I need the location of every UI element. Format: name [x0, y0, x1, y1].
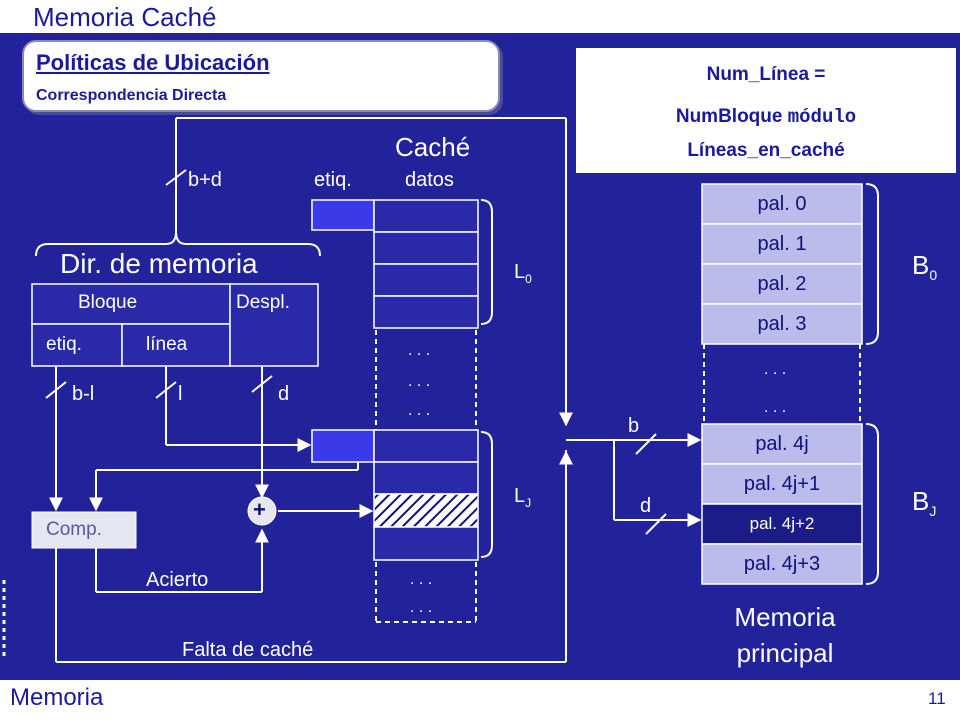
mem-word-4j3: pal. 4j+3 [743, 553, 821, 575]
mem-dots-1: . . . [764, 361, 787, 378]
cache-line-0 [373, 199, 479, 329]
page-number: 11 [928, 689, 946, 708]
comparator-label: Comp. [46, 519, 102, 540]
formula-numbloque: NumBloque [675, 106, 783, 127]
address-etiq: etiq. [46, 334, 82, 355]
cache-tag-j [311, 429, 375, 463]
adder-circle [247, 496, 277, 526]
mem-word-4j2: pal. 4j+2 [749, 514, 815, 533]
wire-d-mem-label: d [640, 495, 652, 517]
mem-word-4j: pal. 4j [755, 433, 809, 455]
mem-word-0: pal. 0 [757, 193, 807, 215]
formula-modulo: módulo [787, 106, 857, 128]
cache-col-data: datos [405, 169, 454, 191]
hit-label: Acierto [146, 569, 209, 591]
main-memory-title-1: Memoria [734, 602, 836, 632]
subtitle-box: Políticas de Ubicación Correspondencia D… [22, 40, 500, 112]
formula-box: Num_Línea = NumBloque módulo Líneas_en_c… [576, 48, 956, 173]
formula-line-2: NumBloque módulo [576, 106, 956, 128]
memory-block-bj [701, 423, 863, 585]
address-title: Dir. de memoria [60, 248, 258, 279]
wire-bd-label: b+d [188, 169, 222, 191]
cache-dots-3: . . . [408, 402, 431, 419]
slide-title: Memoria Caché [33, 2, 217, 32]
cache-col-tag: etiq. [314, 169, 352, 191]
address-register [31, 283, 319, 367]
subtitle-main: Políticas de Ubicación [36, 50, 270, 75]
cache-tag-0 [311, 199, 375, 231]
mem-word-4j1: pal. 4j+1 [743, 473, 821, 495]
formula-line-1: Num_Línea = [706, 64, 826, 85]
cache-dots-2: . . . [408, 373, 431, 390]
adder-plus: + [253, 497, 266, 522]
footer-left: Memoria [10, 684, 104, 711]
memory-block-b0 [701, 183, 863, 345]
wire-bl-label: b-l [72, 383, 95, 405]
brace-bj [865, 423, 879, 585]
mem-dots-2: . . . [764, 399, 787, 416]
miss-label: Falta de caché [182, 639, 314, 661]
mem-word-2: pal. 2 [757, 273, 807, 295]
cache-linej-label: LJ [514, 485, 532, 510]
brace-b0 [865, 183, 879, 345]
cache-dots-1: . . . [408, 342, 431, 359]
main-memory-title-2: principal [736, 638, 834, 668]
cache-dots-5: . . . [410, 599, 433, 616]
brace-lj [480, 431, 493, 558]
brace-l0 [480, 199, 493, 325]
cache-dots-4: . . . [410, 571, 433, 588]
cache-title: Caché [395, 132, 471, 162]
subtitle-sub: Correspondencia Directa [36, 87, 227, 104]
formula-line-3: Líneas_en_caché [687, 140, 845, 161]
block-b0-label: B0 [912, 250, 938, 284]
block-bj-label: BJ [912, 486, 937, 520]
cache-line-j [373, 429, 479, 561]
address-linea: línea [146, 334, 188, 355]
mem-word-3: pal. 3 [757, 313, 807, 335]
wire-l-label: l [178, 383, 183, 405]
cache-line0-label: L0 [514, 261, 532, 286]
wire-d-label: d [278, 383, 290, 405]
wire-b-mem-label: b [628, 415, 640, 437]
address-despl: Despl. [236, 292, 290, 313]
address-bloque: Bloque [78, 292, 138, 313]
comparator-box [31, 511, 137, 549]
mem-word-1: pal. 1 [757, 233, 807, 255]
